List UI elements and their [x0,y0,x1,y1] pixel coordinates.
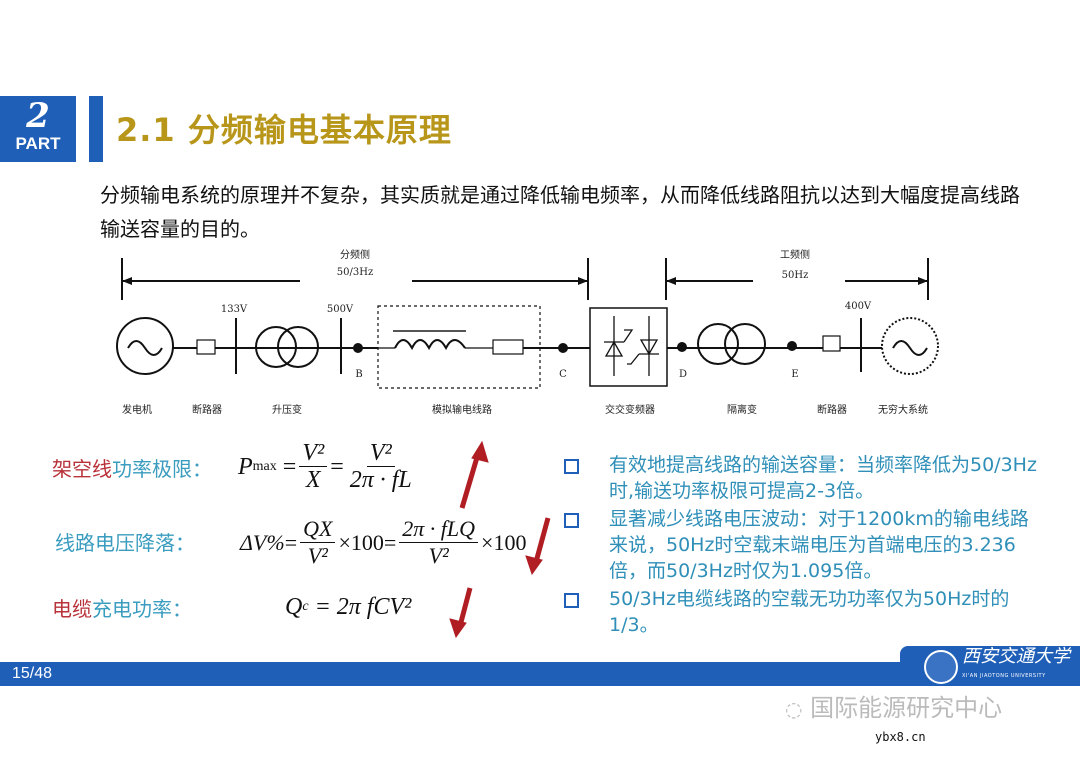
node-label: E [791,369,798,380]
voltage-label: 500V [327,304,354,315]
node-label: D [679,369,687,380]
right-side-label: 工频侧 [780,248,810,261]
right-freq-label: 50Hz [782,270,809,281]
component-label: 断路器 [192,403,222,416]
part-number: 2 [26,96,50,136]
formula-label-power-limit: 架空线功率极限： [52,457,212,481]
page-title: 2.1 分频输电基本原理 [116,111,452,149]
page-number: 15/48 [12,665,53,682]
square-bullet-icon [564,459,579,474]
bullet-list: 有效地提高线路的输送容量：当频率降低为50/3Hz时,输送功率极限可提高2-3倍… [564,452,1044,640]
arrow-down-icon [457,587,473,627]
title-accent-bar [89,96,103,162]
watermark: ◌ 国际能源研究中心 [785,694,1003,722]
arrow-down-icon [533,517,551,563]
list-item: 有效地提高线路的输送容量：当频率降低为50/3Hz时,输送功率极限可提高2-3倍… [564,452,1044,504]
voltage-label: 133V [221,304,248,315]
arrow-up-icon-head [471,440,489,463]
part-label: PART [15,134,61,153]
arrow-down-icon-head [449,618,467,639]
component-label: 隔离变 [727,403,757,416]
arrow-down-icon-head [525,555,543,576]
component-label: 发电机 [122,403,152,416]
wechat-icon: ◌ [785,697,803,721]
intro-paragraph: 分频输电系统的原理并不复杂，其实质就是通过降低输电频率，从而降低线路阻抗以达到大… [100,183,1020,241]
component-label: 模拟输电线路 [432,403,492,416]
list-item: 50/3Hz电缆线路的空载无功功率仅为50Hz时的1/3。 [564,586,1044,638]
formula-label-cable-charging: 电缆充电功率： [52,597,192,621]
square-bullet-icon [564,513,579,528]
node-label: C [559,369,567,380]
left-side-label: 分频侧 [340,248,370,261]
university-seal-icon [924,650,958,684]
formula-label-voltage-drop: 线路电压降落： [55,531,195,555]
square-bullet-icon [564,593,579,608]
voltage-label: 400V [845,301,872,312]
list-item: 显著减少线路电压波动：对于1200km的输电线路来说，50Hz时空载末端电压为首… [564,506,1044,584]
component-label: 升压变 [272,403,302,416]
component-label: 交交变频器 [605,403,655,416]
arrow-up-icon [459,453,481,509]
watermark-url: ybx8.cn [875,730,926,744]
university-name: 西安交通大学 [962,646,1070,667]
left-freq-label: 50/3Hz [337,267,373,278]
component-label: 断路器 [817,403,847,416]
part-badge: 2 PART [0,96,76,162]
circuit-diagram: 分频侧 50/3Hz 工频侧 50Hz 133V 500V 400V B C D… [116,248,939,416]
university-name-en: XI'AN JIAOTONG UNIVERSITY [962,673,1046,679]
node-label: B [355,369,362,380]
trend-arrows [449,440,551,639]
component-label: 无穷大系统 [878,403,928,416]
